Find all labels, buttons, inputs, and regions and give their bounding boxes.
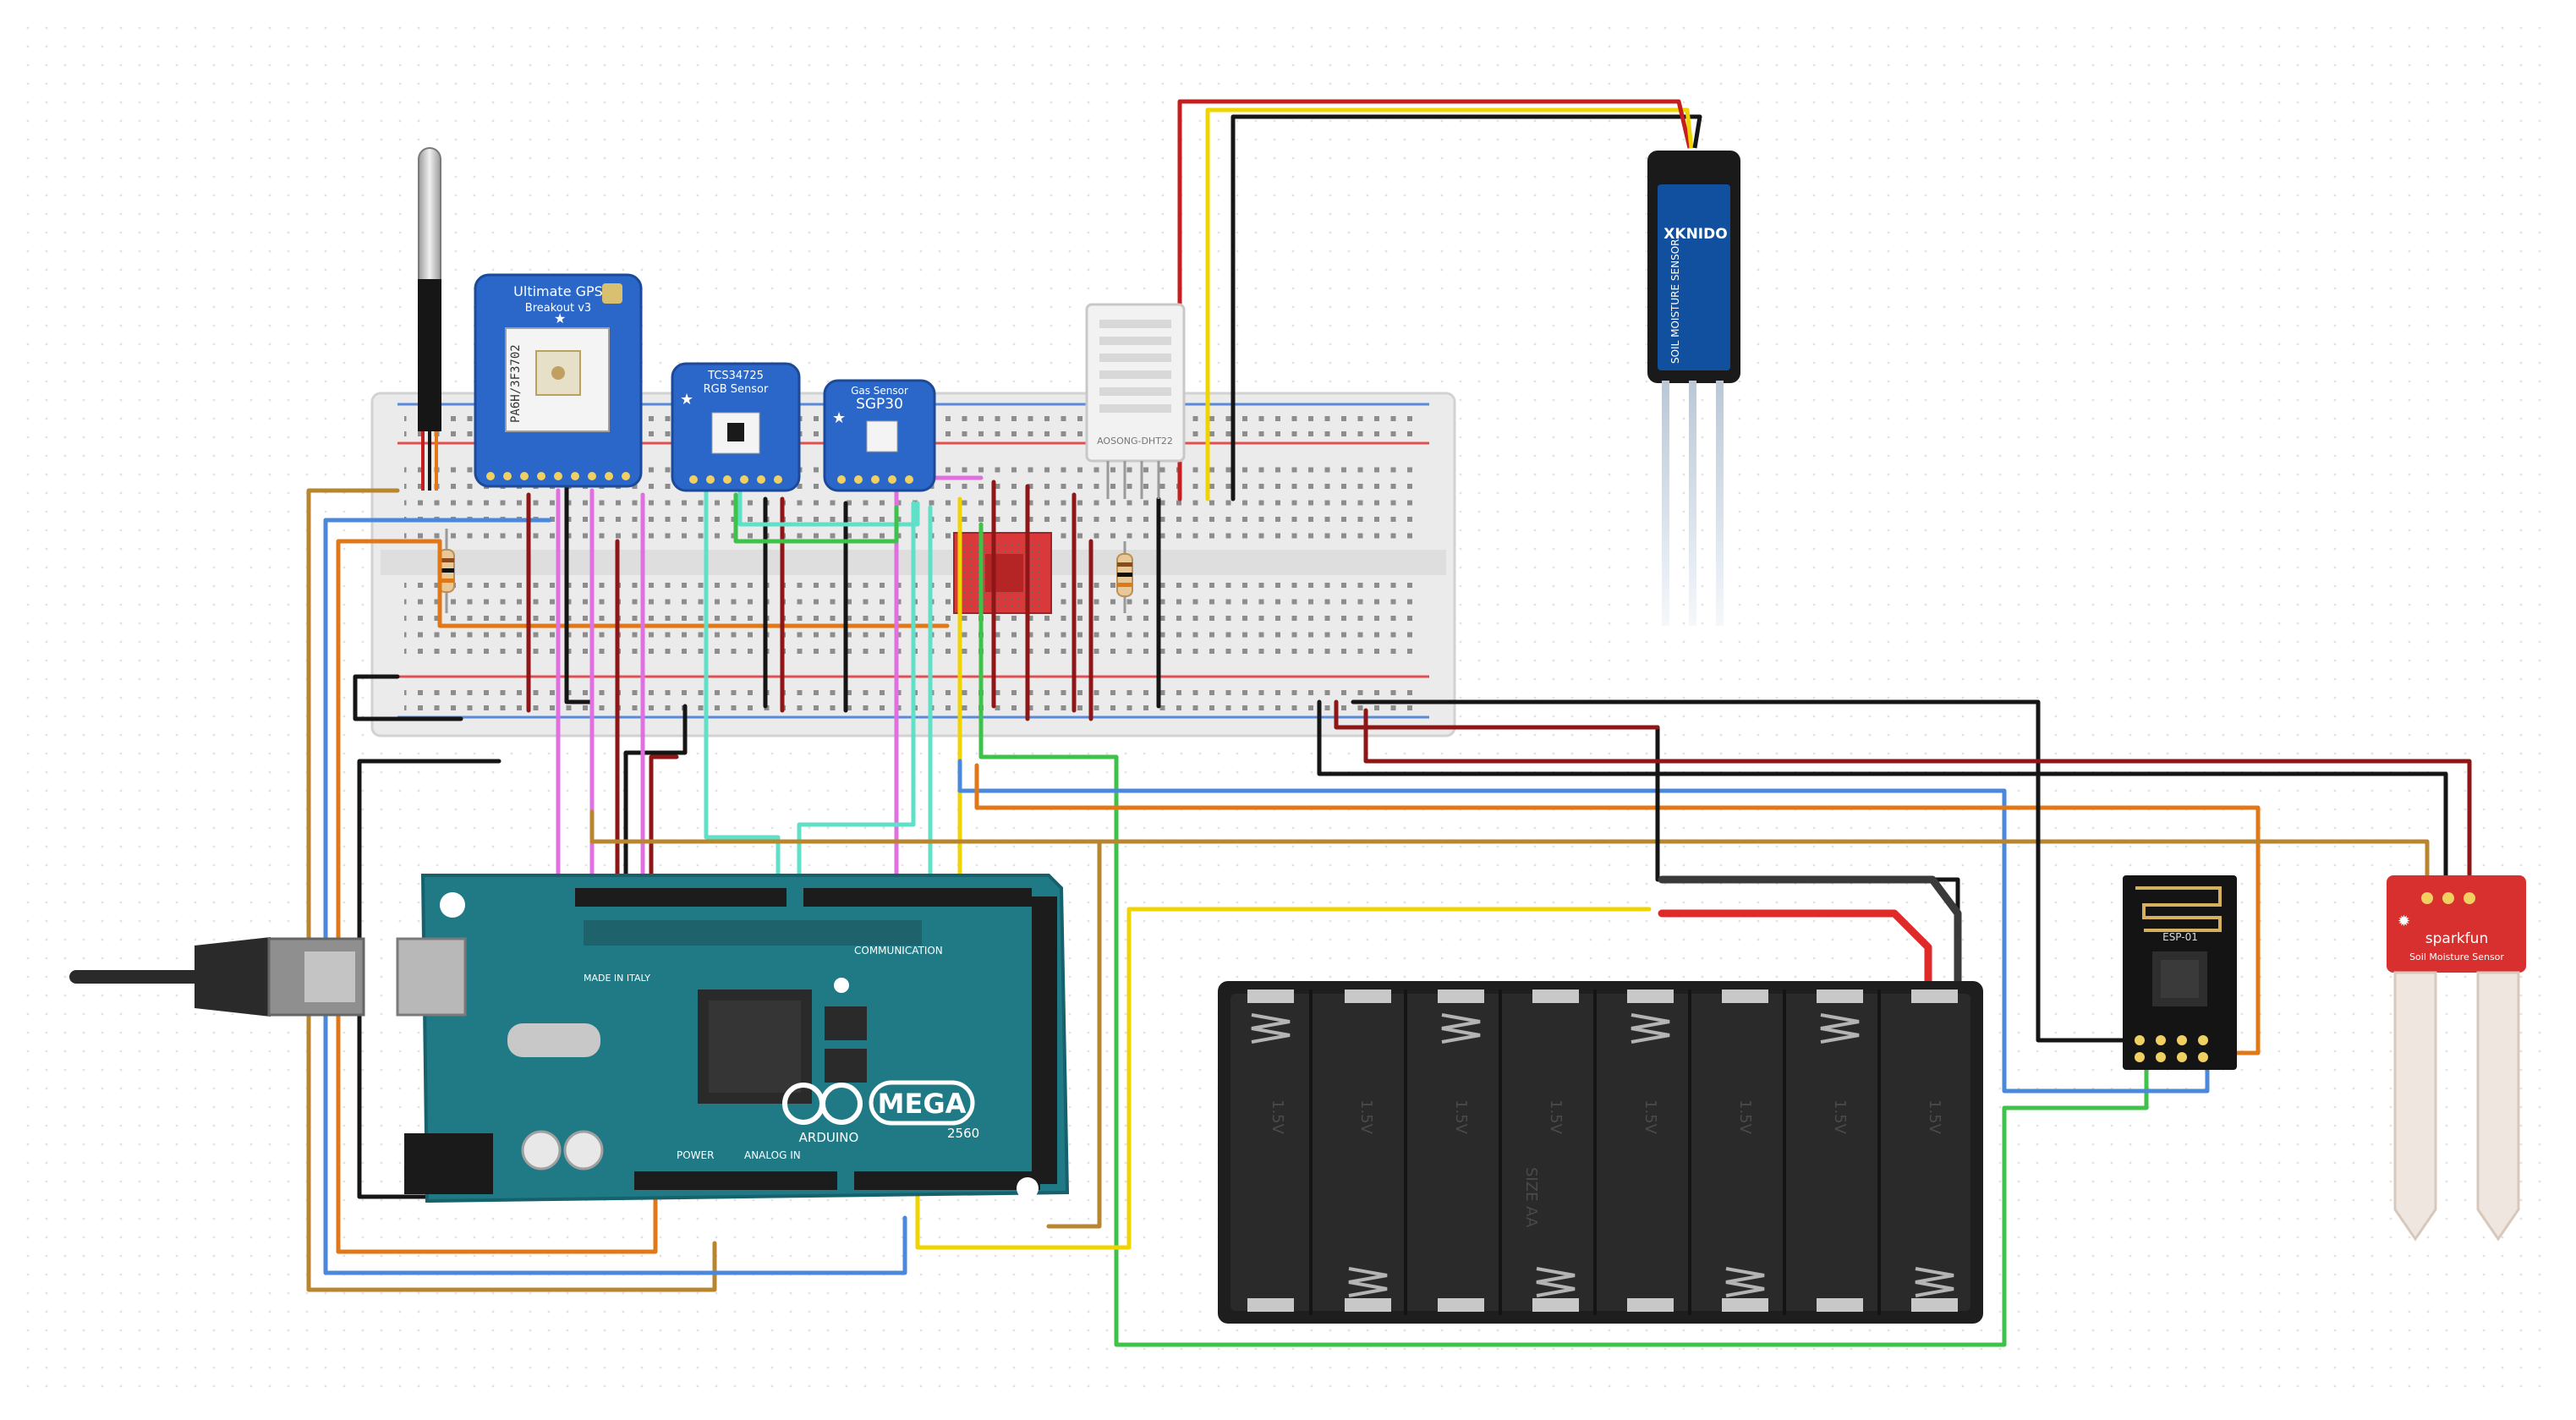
- arduino-version: 2560: [947, 1126, 979, 1141]
- rgb-star-icon: ★: [680, 391, 693, 408]
- gps-breakout: Ultimate GPS Breakout v3 PA6H/3F3702 ★: [474, 273, 643, 488]
- gas-subtitle: SGP30: [856, 396, 903, 413]
- battery-cell-label-4: 1.5V: [1547, 1099, 1565, 1135]
- battery-size-label: SIZE AA: [1522, 1167, 1540, 1228]
- gps-subtitle: Breakout v3: [525, 302, 591, 315]
- rgb-title: TCS34725: [707, 370, 764, 382]
- temperature-probe: [418, 147, 441, 491]
- arduino-origin: MADE IN ITALY: [584, 973, 650, 984]
- rgb-sensor: TCS34725 RGB Sensor ★: [671, 362, 801, 492]
- esp-module: ESP-01: [2123, 875, 2237, 1070]
- resistor-right: [1116, 541, 1133, 613]
- battery-cell-label-8: 1.5V: [1926, 1099, 1943, 1135]
- sparkfun-brand: sparkfun: [2425, 930, 2488, 947]
- esp-label: ESP-01: [2162, 931, 2198, 943]
- battery-cell-label-1: 1.5V: [1269, 1099, 1286, 1135]
- battery-cell-label-2: 1.5V: [1357, 1099, 1375, 1135]
- gas-star-icon: ★: [832, 409, 846, 427]
- arduino-logo: [782, 1080, 975, 1126]
- battery-cell-label-5: 1.5V: [1642, 1099, 1659, 1135]
- arduino-power-label: POWER: [677, 1149, 714, 1161]
- dht22-label: AOSONG-DHT22: [1097, 436, 1173, 447]
- arduino-brand: ARDUINO: [799, 1130, 859, 1145]
- soil-probe-brand: XKNIDO: [1663, 226, 1727, 243]
- resistor-left: [438, 529, 455, 613]
- soil-probe: XKNIDO SOIL MOISTURE SENSOR: [1647, 101, 1740, 626]
- arduino-mega: COMMUNICATION POWER ANALOG IN MEGA ARDUI…: [396, 874, 1070, 1203]
- arduino-comm-label: COMMUNICATION: [854, 945, 943, 957]
- battery-cell-label-6: 1.5V: [1736, 1099, 1754, 1135]
- sparkfun-soil-sensor: ✹ sparkfun Soil Moisture Sensor: [2387, 875, 2526, 1242]
- rgb-subtitle: RGB Sensor: [704, 383, 769, 396]
- gps-star-icon: ★: [554, 310, 566, 326]
- soil-probe-label: SOIL MOISTURE SENSOR: [1669, 239, 1681, 364]
- gps-title: Ultimate GPS: [513, 283, 603, 299]
- battery-pack: 1.5V 1.5V 1.5V 1.5V 1.5V 1.5V 1.5V 1.5V …: [1218, 981, 1983, 1324]
- battery-cell-label-7: 1.5V: [1831, 1099, 1849, 1135]
- sparkfun-flame-icon: ✹: [2398, 913, 2410, 930]
- gas-title: Gas Sensor: [851, 385, 908, 397]
- usb-cable: [69, 937, 365, 1017]
- arduino-analog-label: ANALOG IN: [744, 1149, 801, 1161]
- sparkfun-label: Soil Moisture Sensor: [2409, 951, 2504, 962]
- battery-cell-label-3: 1.5V: [1452, 1099, 1470, 1135]
- gps-module-label: PA6H/3F3702: [509, 344, 523, 423]
- gas-sensor: Gas Sensor SGP30 ★: [823, 379, 936, 492]
- dht22-sensor: AOSONG-DHT22: [1085, 303, 1186, 499]
- level-shifter: [953, 532, 1052, 614]
- arduino-model: MEGA: [878, 1088, 967, 1120]
